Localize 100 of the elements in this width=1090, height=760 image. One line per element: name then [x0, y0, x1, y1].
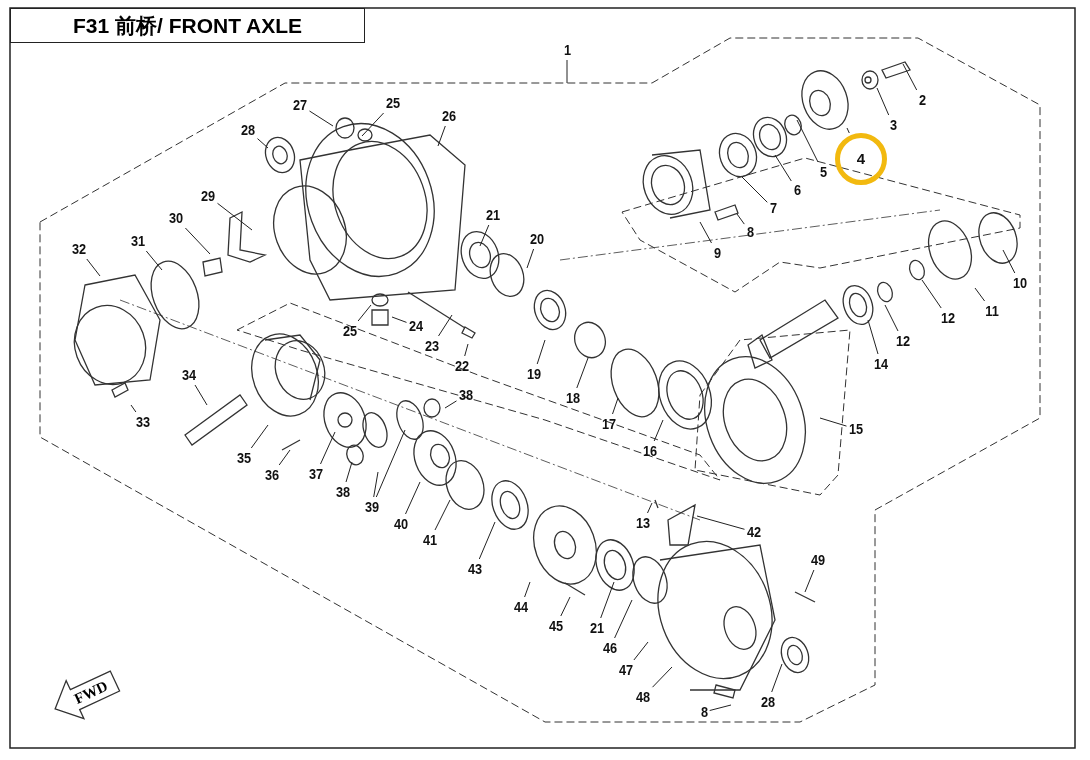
leader-line — [774, 154, 792, 182]
leader-line — [921, 279, 942, 309]
callout-number: 20 — [528, 230, 546, 248]
callout-number: 24 — [407, 317, 425, 335]
callout-number: 25 — [341, 322, 359, 340]
leader-line — [438, 314, 453, 337]
leader-line — [434, 499, 451, 531]
callout-number: 8 — [699, 703, 709, 721]
callout-number: 31 — [129, 232, 147, 250]
callout-number: 49 — [809, 551, 827, 569]
callout-number: 30 — [167, 209, 185, 227]
callout-number: 28 — [239, 121, 257, 139]
callout-number: 23 — [423, 337, 441, 355]
callout-number: 42 — [745, 523, 763, 541]
callout-number: 41 — [421, 531, 439, 549]
leader-line — [391, 316, 407, 323]
callout-number: 12 — [894, 332, 912, 350]
leader-line — [375, 429, 406, 498]
leader-line — [361, 112, 385, 137]
leader-line — [796, 119, 819, 163]
leader-line — [437, 125, 446, 147]
callout-number: 38 — [334, 483, 352, 501]
leader-line — [194, 384, 208, 406]
leader-line — [884, 304, 899, 332]
callout-number: 21 — [588, 619, 606, 637]
leader-line — [902, 63, 918, 91]
leader-line — [652, 666, 673, 688]
leader-line — [653, 419, 664, 442]
callout-number: 48 — [634, 688, 652, 706]
callout-number: 38 — [457, 386, 475, 404]
leader-line — [464, 343, 469, 357]
leader-line — [699, 221, 712, 244]
callout-number: 14 — [872, 355, 890, 373]
callout-number: 2 — [917, 91, 927, 109]
callout-number: 44 — [512, 598, 530, 616]
callout-number: 37 — [307, 465, 325, 483]
callout-number: 17 — [600, 415, 618, 433]
leader-line — [357, 304, 372, 322]
callout-number: 26 — [440, 107, 458, 125]
callout-number: 21 — [484, 206, 502, 224]
callout-number: 15 — [847, 420, 865, 438]
callout-number: 33 — [134, 413, 152, 431]
leader-line — [647, 502, 653, 514]
callout-number: 18 — [564, 389, 582, 407]
callout-number: 29 — [199, 187, 217, 205]
leader-line — [819, 417, 847, 427]
leader-line — [560, 596, 571, 617]
leader-line — [217, 202, 253, 231]
callout-number: 3 — [888, 116, 898, 134]
callout-number: 36 — [263, 466, 281, 484]
leader-line — [278, 449, 291, 466]
leader-line — [405, 481, 421, 515]
callout-number: 12 — [939, 309, 957, 327]
leader-line — [804, 569, 815, 593]
callout-number: 22 — [453, 357, 471, 375]
callout-number: 25 — [384, 94, 402, 112]
callout-number: 10 — [1011, 274, 1029, 292]
callout-number: 46 — [601, 639, 619, 657]
leader-line — [524, 581, 531, 598]
callout-number: 7 — [768, 199, 778, 217]
leader-line — [633, 641, 649, 661]
leader-line — [696, 515, 745, 530]
leader-line — [867, 319, 879, 355]
leader-line — [373, 471, 379, 498]
callout-number: 34 — [180, 366, 198, 384]
callout-number: 28 — [759, 693, 777, 711]
leader-line — [974, 287, 986, 302]
leader-line — [576, 357, 589, 389]
title-box: F31 前桥/ FRONT AXLE — [10, 8, 365, 43]
callout-number: 35 — [235, 449, 253, 467]
leader-line — [130, 404, 137, 413]
callout-number: 40 — [392, 515, 410, 533]
callout-number: 19 — [525, 365, 543, 383]
callout-number: 11 — [983, 302, 1001, 320]
callout-number: 5 — [818, 163, 828, 181]
highlighted-callout-number: 4 — [835, 133, 887, 185]
leader-line — [536, 339, 546, 365]
callout-number: 9 — [712, 244, 722, 262]
leader-line — [566, 59, 568, 84]
callout-number: 32 — [70, 240, 88, 258]
leader-line — [876, 87, 890, 116]
leader-line — [612, 397, 619, 415]
leader-line — [526, 248, 535, 269]
leader-line — [736, 213, 745, 225]
leader-line — [846, 127, 850, 134]
leader-line — [771, 663, 783, 693]
leader-line — [184, 227, 211, 255]
callout-number: 39 — [363, 498, 381, 516]
leader-line — [257, 138, 269, 149]
callout-number: 43 — [466, 560, 484, 578]
callout-number: 8 — [745, 223, 755, 241]
leader-line — [250, 424, 269, 449]
leader-line — [479, 224, 490, 247]
callout-number: 16 — [641, 442, 659, 460]
leader-line — [309, 110, 334, 127]
callout-number: 1 — [562, 41, 572, 59]
leader-line — [478, 521, 496, 560]
leader-line — [709, 704, 732, 711]
callout-number: 27 — [291, 96, 309, 114]
callout-number: 13 — [634, 514, 652, 532]
